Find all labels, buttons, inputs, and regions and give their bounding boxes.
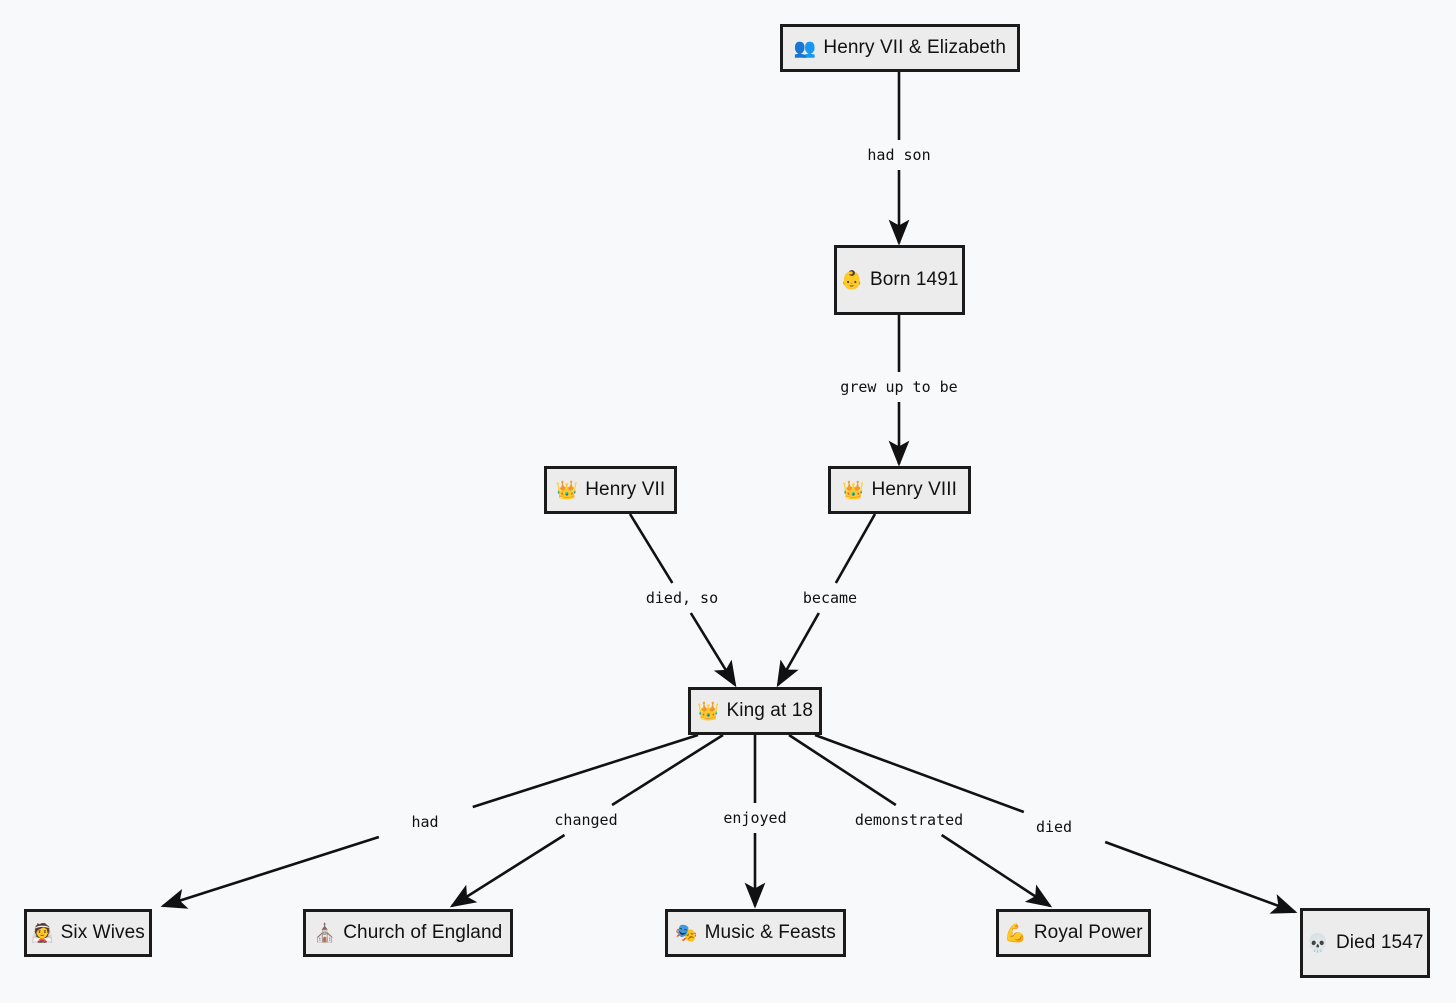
edge-label-henry8-to-king18: became (802, 589, 858, 607)
node-king18[interactable]: 👑 King at 18 (688, 687, 822, 735)
flexed-biceps-icon: 💪 (1004, 923, 1027, 944)
skull-icon: 💀 (1306, 933, 1329, 954)
node-content-king18: 👑 King at 18 (697, 700, 813, 722)
node-content-church: ⛪ Church of England (314, 922, 503, 944)
node-content-wives: 👰 Six Wives (31, 922, 145, 944)
node-died[interactable]: 💀 Died 1547 (1300, 908, 1430, 978)
edge-label-king18-to-music: enjoyed (723, 809, 787, 827)
edge-label-parents-to-born: had son (867, 146, 931, 164)
edge-king18-to-wives (160, 835, 380, 909)
edge-label-king18-to-died: died (1035, 818, 1073, 836)
node-content-died: 💀 Died 1547 (1306, 932, 1423, 954)
edge-henry8-to-king18 (834, 513, 877, 584)
crown-icon: 👑 (555, 480, 579, 501)
node-music[interactable]: 🎭 Music & Feasts (665, 909, 846, 957)
edge-label-king18-to-wives: had (411, 813, 439, 831)
bride-icon: 👰 (31, 923, 54, 944)
edge-label-king18-to-power: demonstrated (854, 811, 964, 829)
node-label-church: Church of England (343, 922, 503, 943)
church-icon: ⛪ (313, 923, 337, 944)
node-content-henry7: 👑 Henry VII (556, 479, 666, 501)
node-label-born: Born 1491 (869, 269, 959, 290)
node-label-wives: Six Wives (60, 922, 145, 943)
crown-icon: 👑 (842, 480, 865, 501)
baby-icon: 👶 (840, 270, 863, 291)
node-content-born: 👶 Born 1491 (840, 269, 958, 291)
node-content-music: 🎭 Music & Feasts (675, 922, 836, 944)
edge-label-born-to-henry8: grew up to be (840, 378, 958, 396)
node-content-henry8: 👑 Henry VIII (842, 479, 957, 501)
edge-henry7-to-king18 (628, 513, 674, 584)
edge-king18-to-died (1104, 840, 1298, 914)
node-born[interactable]: 👶 Born 1491 (834, 245, 965, 315)
node-content-parents: 👥 Henry VII & Elizabeth (794, 37, 1006, 59)
node-henry7[interactable]: 👑 Henry VII (544, 466, 677, 514)
edge-king18-to-church (611, 733, 724, 807)
node-label-parents: Henry VII & Elizabeth (823, 37, 1007, 58)
crown-icon: 👑 (696, 701, 720, 722)
edge-henry7-to-king18 (689, 612, 737, 688)
edges-group (160, 72, 1298, 914)
edge-king18-to-wives (472, 733, 699, 809)
edge-king18-to-power (788, 733, 897, 807)
edge-label-king18-to-church: changed (554, 811, 618, 829)
node-label-king18: King at 18 (726, 700, 814, 721)
edge-king18-to-died (814, 733, 1025, 814)
edge-label-henry7-to-king18: died, so (645, 589, 719, 607)
node-label-music: Music & Feasts (704, 922, 836, 943)
performing-arts-icon: 🎭 (675, 923, 698, 944)
node-label-power: Royal Power (1033, 922, 1143, 943)
node-wives[interactable]: 👰 Six Wives (24, 909, 152, 957)
node-content-power: 💪 Royal Power (1004, 922, 1142, 944)
node-church[interactable]: ⛪ Church of England (303, 909, 513, 957)
node-label-died: Died 1547 (1335, 932, 1424, 953)
node-label-henry8: Henry VIII (871, 479, 957, 500)
node-label-henry7: Henry VII (585, 479, 666, 500)
edge-king18-to-power (940, 833, 1053, 908)
node-parents[interactable]: 👥 Henry VII & Elizabeth (780, 24, 1020, 72)
busts-in-silhouette-icon: 👥 (793, 38, 817, 59)
edge-king18-to-church (449, 833, 566, 908)
edge-henry8-to-king18 (776, 612, 820, 688)
node-power[interactable]: 💪 Royal Power (996, 909, 1151, 957)
node-henry8[interactable]: 👑 Henry VIII (828, 466, 971, 514)
